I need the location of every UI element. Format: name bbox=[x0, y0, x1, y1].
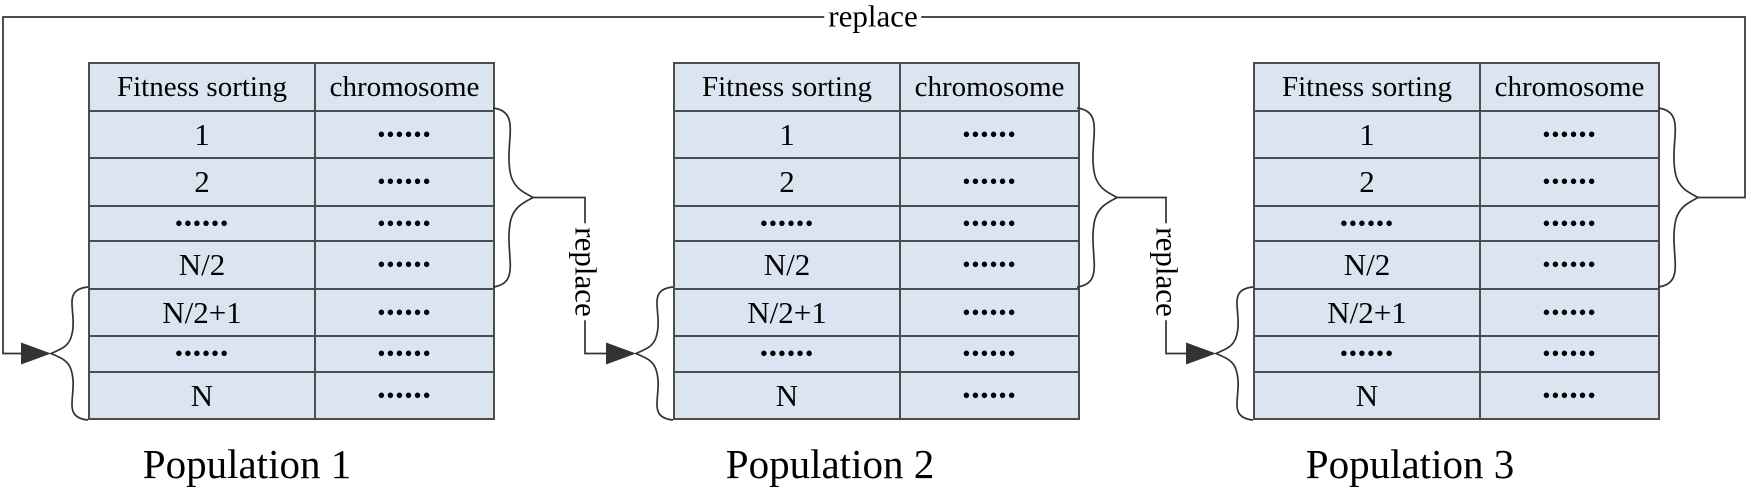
chromosome-cell: •••••• bbox=[314, 157, 495, 207]
chromosome-cell: •••••• bbox=[899, 370, 1080, 421]
column-header-chromosome: chromosome bbox=[314, 62, 495, 112]
table-row: 2 •••••• bbox=[88, 157, 495, 207]
chromosome-cell: •••••• bbox=[899, 287, 1080, 337]
chromosome-cell: •••••• bbox=[899, 109, 1080, 160]
table-row: •••••• •••••• bbox=[88, 334, 495, 373]
brace-right-population-3 bbox=[1657, 107, 1700, 288]
rank-cell: N bbox=[1253, 370, 1481, 421]
table-row: •••••• •••••• bbox=[88, 204, 495, 243]
chromosome-cell: •••••• bbox=[314, 370, 495, 421]
table-row: •••••• •••••• bbox=[1253, 334, 1660, 373]
table-row: 2 •••••• bbox=[673, 157, 1080, 207]
population-1-table: Fitness sorting chromosome 1 •••••• 2 ••… bbox=[88, 62, 495, 421]
table-row: N •••••• bbox=[88, 370, 495, 421]
rank-cell: 2 bbox=[673, 157, 901, 207]
population-3-caption: Population 3 bbox=[1305, 441, 1515, 487]
brace-left-population-3 bbox=[1213, 286, 1254, 421]
rank-cell: 1 bbox=[88, 109, 316, 160]
table-row: 1 •••••• bbox=[673, 109, 1080, 160]
brace-left-population-2 bbox=[633, 286, 674, 421]
rank-cell: •••••• bbox=[673, 204, 901, 243]
rank-cell: •••••• bbox=[88, 204, 316, 243]
brace-left-population-1 bbox=[48, 286, 89, 421]
arrowhead-into-population-1 bbox=[21, 342, 51, 365]
chromosome-cell: •••••• bbox=[1479, 334, 1660, 373]
brace-right-population-1 bbox=[492, 107, 535, 288]
table-row: •••••• •••••• bbox=[673, 334, 1080, 373]
rank-cell: •••••• bbox=[673, 334, 901, 373]
rank-cell: N bbox=[673, 370, 901, 421]
chromosome-cell: •••••• bbox=[899, 157, 1080, 207]
chromosome-cell: •••••• bbox=[1479, 240, 1660, 290]
rank-cell: N/2+1 bbox=[88, 287, 316, 337]
rank-cell: •••••• bbox=[88, 334, 316, 373]
chromosome-cell: •••••• bbox=[1479, 157, 1660, 207]
rank-cell: N/2 bbox=[673, 240, 901, 290]
column-header-chromosome: chromosome bbox=[1479, 62, 1660, 112]
table-row: N •••••• bbox=[1253, 370, 1660, 421]
rank-cell: 1 bbox=[673, 109, 901, 160]
population-2-caption: Population 2 bbox=[725, 441, 935, 487]
column-header-fitness-sorting: Fitness sorting bbox=[1253, 62, 1481, 112]
column-header-fitness-sorting: Fitness sorting bbox=[88, 62, 316, 112]
arrowhead-into-population-2 bbox=[606, 342, 636, 365]
table-row: N/2 •••••• bbox=[1253, 240, 1660, 290]
table-row: •••••• •••••• bbox=[673, 204, 1080, 243]
table-row: 1 •••••• bbox=[88, 109, 495, 160]
chromosome-cell: •••••• bbox=[899, 334, 1080, 373]
table-row: N/2 •••••• bbox=[88, 240, 495, 290]
column-header-chromosome: chromosome bbox=[899, 62, 1080, 112]
rank-cell: •••••• bbox=[1253, 334, 1481, 373]
chromosome-cell: •••••• bbox=[899, 204, 1080, 243]
chromosome-cell: •••••• bbox=[314, 204, 495, 243]
table-row: •••••• •••••• bbox=[1253, 204, 1660, 243]
brace-right-population-2 bbox=[1076, 107, 1119, 288]
chromosome-cell: •••••• bbox=[1479, 370, 1660, 421]
replace-label-top: replace bbox=[824, 0, 922, 34]
rank-cell: •••••• bbox=[1253, 204, 1481, 243]
chromosome-cell: •••••• bbox=[1479, 109, 1660, 160]
rank-cell: 2 bbox=[1253, 157, 1481, 207]
chromosome-cell: •••••• bbox=[1479, 204, 1660, 243]
rank-cell: N bbox=[88, 370, 316, 421]
rank-cell: 2 bbox=[88, 157, 316, 207]
rank-cell: 1 bbox=[1253, 109, 1481, 160]
arrowhead-into-population-3 bbox=[1186, 342, 1216, 365]
column-header-fitness-sorting: Fitness sorting bbox=[673, 62, 901, 112]
replace-label-2-to-3: replace bbox=[1149, 223, 1184, 321]
chromosome-cell: •••••• bbox=[314, 334, 495, 373]
chromosome-cell: •••••• bbox=[899, 240, 1080, 290]
table-row: N •••••• bbox=[673, 370, 1080, 421]
rank-cell: N/2 bbox=[88, 240, 316, 290]
population-1-caption: Population 1 bbox=[142, 441, 352, 487]
population-2-table: Fitness sorting chromosome 1 •••••• 2 ••… bbox=[673, 62, 1080, 421]
table-row: 2 •••••• bbox=[1253, 157, 1660, 207]
table-row: N/2+1 •••••• bbox=[1253, 287, 1660, 337]
chromosome-cell: •••••• bbox=[1479, 287, 1660, 337]
rank-cell: N/2+1 bbox=[1253, 287, 1481, 337]
table-row: N/2 •••••• bbox=[673, 240, 1080, 290]
table-row: 1 •••••• bbox=[1253, 109, 1660, 160]
table-row: N/2+1 •••••• bbox=[88, 287, 495, 337]
population-3-table: Fitness sorting chromosome 1 •••••• 2 ••… bbox=[1253, 62, 1660, 421]
chromosome-cell: •••••• bbox=[314, 109, 495, 160]
table-row: N/2+1 •••••• bbox=[673, 287, 1080, 337]
chromosome-cell: •••••• bbox=[314, 287, 495, 337]
rank-cell: N/2 bbox=[1253, 240, 1481, 290]
rank-cell: N/2+1 bbox=[673, 287, 901, 337]
replace-label-1-to-2: replace bbox=[568, 223, 603, 321]
chromosome-cell: •••••• bbox=[314, 240, 495, 290]
